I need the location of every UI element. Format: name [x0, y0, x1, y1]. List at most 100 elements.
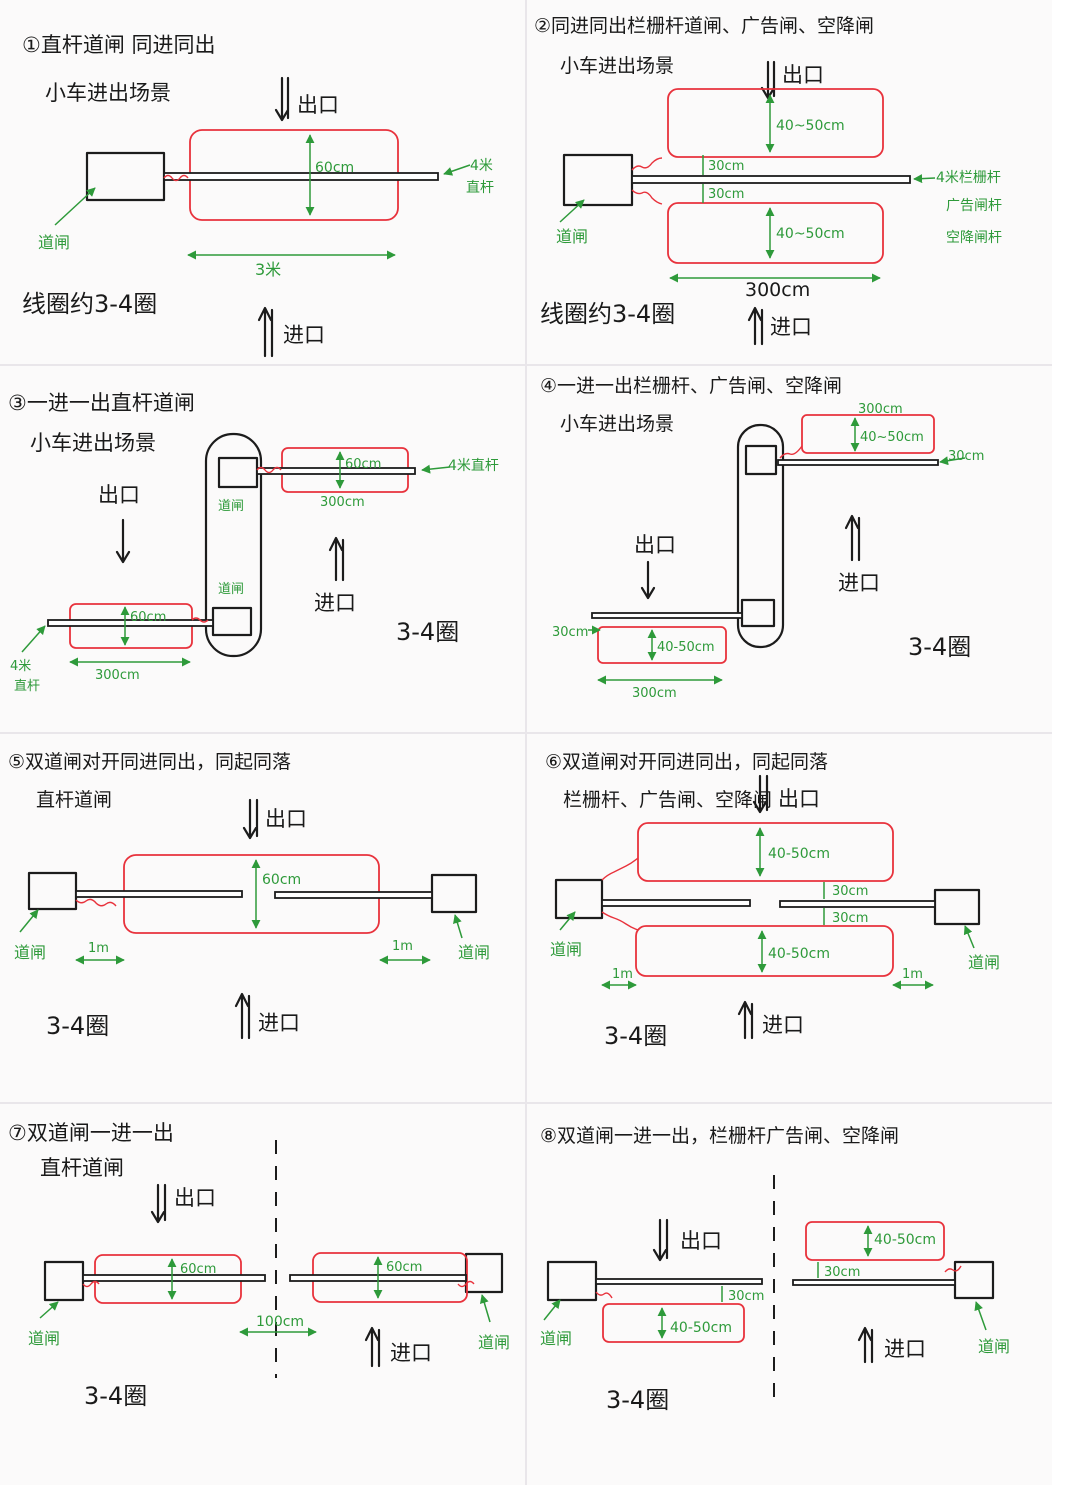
arm-label: 空降闸杆 [946, 230, 1002, 246]
exit-label: 出口 [680, 1229, 722, 1253]
width-label: 60cm [180, 1262, 216, 1277]
arm-label: 4米 [470, 158, 493, 174]
entry-arrow-icon [364, 1326, 381, 1368]
arm-label: 4米栏栅杆 [936, 170, 1001, 186]
gate-label: 道闸 [550, 940, 582, 959]
panel-subtitle: 栏栅杆、广告闸、空降闸 [563, 789, 772, 811]
coil-note: 3-4圈 [908, 633, 971, 661]
gate-pointer [963, 925, 975, 949]
gap-label: 30cm [832, 884, 868, 899]
gap-label: 30cm [708, 187, 744, 202]
entry-label: 进口 [258, 1011, 300, 1035]
offset-label: 1m [612, 967, 633, 982]
arm-label: 直杆 [466, 179, 494, 196]
exit-arrow-icon [752, 774, 769, 814]
barrier-gate-box [744, 444, 778, 476]
gate-label: 道闸 [556, 227, 588, 246]
exit-arrow-icon [274, 76, 290, 122]
arm-label: 4米 [10, 659, 31, 674]
exit-arrow-icon [640, 560, 656, 600]
exit-label: 出口 [634, 533, 676, 557]
barrier-arm [792, 1279, 956, 1286]
exit-arrow-icon [652, 1218, 669, 1262]
loop-wire-icon [75, 898, 117, 907]
loop-wire-icon [256, 466, 282, 474]
entry-arrow-icon [747, 306, 764, 346]
panel-subtitle: 直杆道闸 [40, 1156, 124, 1180]
coil-note: 3-4圈 [84, 1382, 147, 1410]
exit-arrow-icon [242, 798, 259, 840]
gate-pointer [39, 1301, 59, 1319]
barrier-arm [777, 459, 939, 466]
loop-wire-icon [191, 617, 209, 623]
gate-pointer [974, 1301, 987, 1331]
exit-arrow-icon [150, 1183, 167, 1224]
panel-title: ④一进一出栏栅杆、广告闸、空降闸 [540, 375, 842, 397]
offset-label: 1m [88, 941, 109, 956]
panel-subtitle: 小车进出场景 [560, 55, 674, 77]
width-top-label: 40~50cm [860, 430, 924, 445]
length-label: 300cm [745, 279, 810, 301]
entry-label: 进口 [390, 1341, 432, 1365]
panel-4: ④一进一出栏栅杆、广告闸、空降闸 小车进出场景 300cm 40~50cm 30… [540, 375, 984, 701]
exit-label: 出口 [297, 93, 339, 117]
coil-note: 线圈约3-4圈 [540, 300, 675, 328]
barrier-arm [274, 891, 433, 899]
arm-pointer [913, 174, 936, 184]
barrier-arm [82, 1274, 266, 1282]
exit-arrow-icon [115, 518, 131, 564]
barrier-arm [631, 175, 911, 184]
width-label: 40-50cm [768, 846, 830, 862]
panel-title: ⑥双道闸对开同进同出，同起同落 [545, 751, 828, 773]
gap-label: 30cm [728, 1289, 764, 1304]
detection-loop [597, 626, 727, 664]
entry-label: 进口 [762, 1013, 804, 1037]
barrier-arm [595, 1278, 763, 1285]
coil-note: 3-4圈 [606, 1386, 669, 1414]
length-label: 300cm [95, 668, 140, 683]
coil-note: 3-4圈 [396, 618, 459, 646]
barrier-arm [75, 890, 243, 898]
gap-top-label: 30cm [948, 449, 984, 464]
entry-arrow-icon [257, 306, 274, 358]
entry-arrow-icon [328, 536, 345, 582]
width-bottom-label: 40-50cm [657, 640, 715, 655]
panel-5: ⑤双道闸对开同进同出，同起同落 直杆道闸 出口 60cm 1m 1m 道闸 道闸… [8, 751, 490, 1040]
gate-pointer [453, 914, 463, 939]
gap-label: 100cm [256, 1314, 304, 1330]
loop-wire-icon [82, 1280, 475, 1288]
panel-1: ①直杆道闸 同进同出 小车进出场景 出口 60cm 3米 4米 直杆 道闸 线圈… [22, 33, 494, 358]
loop-wire-icon [595, 1265, 962, 1299]
panel-title: ⑧双道闸一进一出，栏栅杆广告闸、空降闸 [540, 1125, 899, 1147]
panel-title: ②同进同出栏栅杆道闸、广告闸、空降闸 [534, 15, 874, 37]
arm-pointer [443, 164, 471, 176]
detection-loop [637, 822, 894, 882]
detection-loop [801, 414, 935, 454]
panel-8: ⑧双道闸一进一出，栏栅杆广告闸、空降闸 出口 30cm 40-50cm 40-5… [540, 1125, 1010, 1414]
gate-pointer [479, 1294, 491, 1323]
entry-label: 进口 [314, 591, 356, 615]
gate-pointer [19, 909, 39, 933]
arm-label: 广告闸杆 [946, 198, 1002, 214]
detection-loop [635, 925, 894, 977]
loop-wire-icon [631, 157, 663, 205]
loop-wire-icon [163, 174, 189, 182]
arm-label: 4米直杆 [448, 457, 499, 474]
arm-pointer [939, 456, 966, 466]
panel-title: ⑦双道闸一进一出 [8, 1121, 174, 1145]
barrier-arm [47, 619, 214, 627]
length-label: 300cm [320, 495, 365, 510]
panel-subtitle: 小车进出场景 [45, 81, 171, 105]
width-label: 40-50cm [768, 946, 830, 962]
panel-3: ③一进一出直杆道闸 小车进出场景 60cm 300cm 4米直杆 道闸 道闸 6… [8, 391, 499, 694]
coil-note: 3-4圈 [604, 1022, 667, 1050]
entry-label: 进口 [838, 571, 880, 595]
entry-arrow-icon [844, 514, 861, 562]
gap-label: 30cm [708, 159, 744, 174]
entry-label: 进口 [770, 315, 812, 339]
loop-wire-icon [779, 445, 803, 459]
barrier-arm [591, 612, 743, 619]
offset-label: 1m [902, 967, 923, 982]
exit-label: 出口 [265, 807, 307, 831]
